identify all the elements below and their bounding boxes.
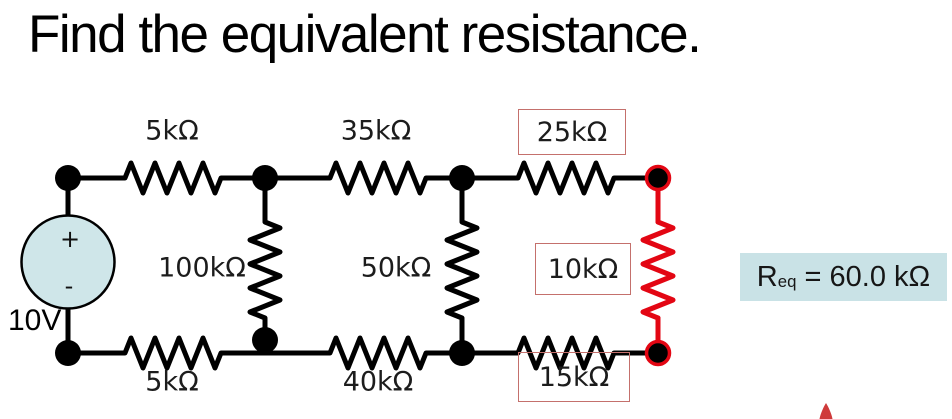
resistor-zigzag-top-left xyxy=(122,160,224,196)
answer-subscript: eq xyxy=(777,272,797,291)
circuit-node xyxy=(55,165,81,191)
resistor-zigzag-mid-right xyxy=(640,219,676,321)
answer-value: = 60.0 kΩ xyxy=(796,260,931,293)
resistor-zigzag-bottom-middle xyxy=(327,335,429,371)
resistor-label-bottom-right: 15kΩ xyxy=(518,352,630,402)
circuit-node xyxy=(252,327,278,353)
answer-symbol: R xyxy=(756,260,778,293)
resistor-zigzag-mid-left xyxy=(247,219,283,321)
circuit-node xyxy=(252,165,278,191)
source-voltage-label: 10V xyxy=(8,304,62,337)
resistor-label-bottom-middle: 40kΩ xyxy=(342,366,414,398)
red-arrow-cursor-icon xyxy=(819,403,833,419)
resistor-label-top-right: 25kΩ xyxy=(518,109,626,155)
source-plus-sign: + xyxy=(59,225,81,253)
highlighted-branch xyxy=(640,175,676,356)
circuit-node-highlighted xyxy=(644,164,672,192)
circuit-node xyxy=(449,340,475,366)
page-title: Find the equivalent resistance. xyxy=(28,5,702,64)
circuit-nodes xyxy=(55,164,672,367)
source-minus-sign: - xyxy=(64,272,74,300)
resistor-label-mid-left: 100kΩ xyxy=(158,252,246,284)
resistor-zigzag-mid-center xyxy=(444,219,480,321)
resistor-label-mid-center: 50kΩ xyxy=(360,252,432,284)
resistor-label-top-middle: 35kΩ xyxy=(340,115,412,147)
circuit-node xyxy=(55,340,81,366)
circuit-node xyxy=(449,165,475,191)
circuit-node-highlighted xyxy=(644,339,672,367)
resistor-zigzag-top-right xyxy=(515,160,617,196)
voltage-source-circle xyxy=(20,214,116,310)
resistor-zigzag-bottom-left xyxy=(122,335,224,371)
resistor-zigzag-top-middle xyxy=(327,160,429,196)
resistor-label-bottom-left: 5kΩ xyxy=(145,366,199,398)
resistor-label-mid-right: 10kΩ xyxy=(535,243,631,295)
resistor-zigzag-bottom-right xyxy=(515,335,617,371)
resistor-label-top-left: 5kΩ xyxy=(145,115,199,147)
